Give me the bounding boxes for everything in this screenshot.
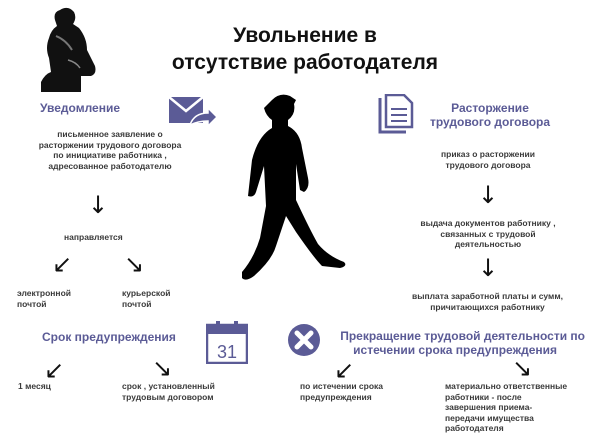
notice-option-month: 1 месяц <box>18 381 51 391</box>
arrow-down-icon: ↓ <box>478 181 499 209</box>
option-courier: курьерской почтой <box>122 288 171 309</box>
arrow-down-right-icon: ↘ <box>152 354 173 382</box>
arrow-down-right-icon: ↘ <box>512 354 533 382</box>
title-line-2: отсутствие работодателя <box>171 51 439 74</box>
thinker-statue-icon <box>41 7 96 92</box>
notice-period-heading: Срок предупреждения <box>42 330 176 344</box>
termination-step-2: выдача документов работнику , связанных … <box>420 218 556 249</box>
walking-man-silhouette <box>242 94 346 280</box>
document-icon <box>378 94 414 134</box>
title-line-1: Увольнение в <box>233 24 377 47</box>
calendar-icon: 31 <box>206 321 248 364</box>
cessation-heading-2: истечении срока предупреждения <box>353 343 557 357</box>
arrow-down-left-icon: ↙ <box>52 250 73 278</box>
arrow-down-icon: ↓ <box>478 254 499 282</box>
arrow-down-left-icon: ↙ <box>334 356 355 384</box>
arrow-down-left-icon: ↙ <box>44 356 65 384</box>
notice-option-contract: срок , установленный трудовым договором <box>122 381 215 402</box>
termination-step-1: приказ о расторжении трудового договора <box>441 149 535 170</box>
cessation-option-liable: материально ответственные работники - по… <box>445 381 568 433</box>
arrow-down-icon: ↓ <box>88 191 109 219</box>
cessation-option-expiry: по истечении срока предупреждения <box>300 381 384 402</box>
option-email: электронной почтой <box>17 288 71 309</box>
notification-sent-label: направляется <box>64 232 123 242</box>
arrow-down-right-icon: ↘ <box>124 250 145 278</box>
close-circle-icon <box>288 324 320 356</box>
envelope-send-icon <box>168 96 218 127</box>
termination-heading-1: Расторжение <box>451 101 529 115</box>
calendar-day: 31 <box>217 342 237 362</box>
cessation-heading-1: Прекращение трудовой деятельности по <box>340 329 585 343</box>
notification-description: письменное заявление о расторжении трудо… <box>38 129 182 171</box>
termination-heading-2: трудового договора <box>429 115 551 129</box>
termination-step-3: выплата заработной платы и сумм, причита… <box>412 291 563 312</box>
notification-heading: Уведомление <box>40 101 121 115</box>
